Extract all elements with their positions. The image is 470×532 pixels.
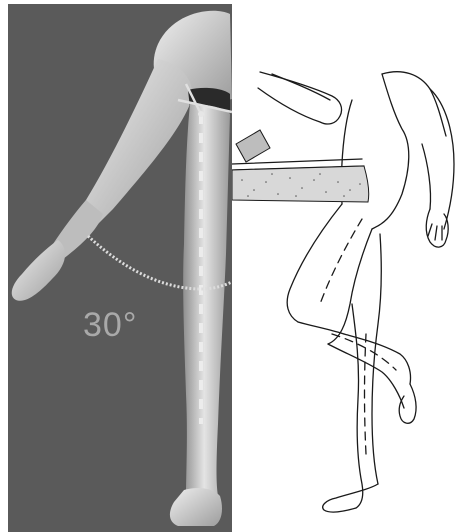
thigh-band [232, 166, 369, 202]
line-drawing-panel [232, 4, 470, 532]
raised-thigh-bottom [328, 229, 372, 344]
raised-thigh-top [287, 204, 342, 322]
shin-raised-back [328, 344, 404, 408]
standing-leg-back [372, 234, 381, 484]
raised-foot [399, 384, 416, 423]
strap-clip [236, 130, 270, 162]
standing-axis-dashed [365, 334, 367, 454]
angle-label: 30° [83, 306, 137, 345]
arm-lower-edge [272, 74, 330, 100]
arc-pivot [198, 111, 204, 117]
line-drawing-svg [232, 4, 470, 532]
standing-foot [323, 484, 378, 512]
hanging-arm-outer [430, 89, 454, 229]
leg-render-svg [8, 4, 232, 532]
fingers [428, 224, 442, 240]
standing-leg-front [352, 304, 363, 508]
knee [298, 322, 344, 334]
shin-raised [344, 334, 411, 384]
raised-arm [258, 72, 342, 124]
hanging-arm-inner [422, 144, 431, 209]
thigh-axis-dashed [320, 219, 362, 304]
torso-front [372, 74, 409, 229]
leg-render-panel: 30° [8, 4, 232, 532]
